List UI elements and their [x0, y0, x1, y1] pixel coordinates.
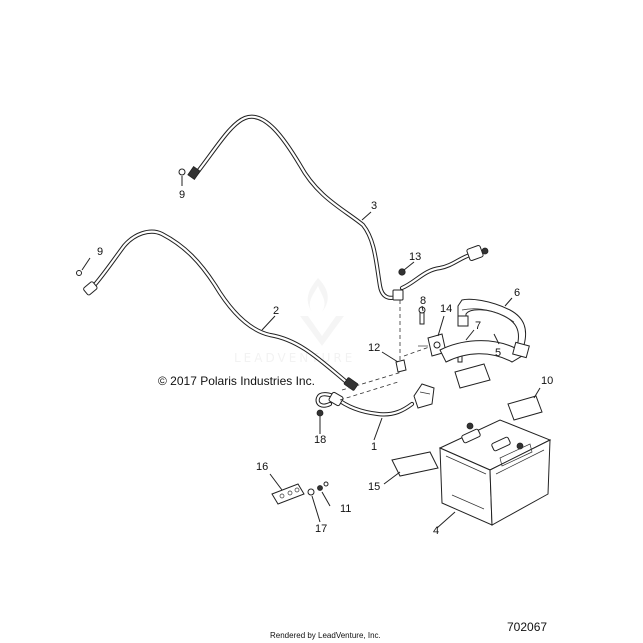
callout-12: 12 — [368, 342, 380, 354]
callout-3: 3 — [371, 200, 377, 212]
callout-2: 2 — [273, 305, 279, 317]
watermark-text: LEADVENTURE — [234, 351, 355, 365]
callouts: 1 2 3 4 5 6 7 8 9 9 10 11 12 13 14 15 16… — [97, 189, 553, 537]
battery-strap — [439, 298, 530, 363]
cable-2 — [83, 229, 359, 391]
callout-16: 16 — [256, 461, 268, 473]
callout-5: 5 — [495, 347, 501, 359]
rendered-by-credit: Rendered by LeadVenture, Inc. — [270, 631, 381, 640]
callout-4: 4 — [433, 525, 439, 537]
callout-11: 11 — [340, 503, 351, 515]
cable-3 — [187, 114, 489, 301]
pads — [391, 363, 543, 477]
callout-7: 7 — [475, 320, 481, 332]
copyright-text: © 2017 Polaris Industries Inc. — [158, 374, 315, 388]
callout-14: 14 — [440, 303, 452, 315]
battery — [438, 419, 552, 526]
callout-13: 13 — [409, 251, 421, 263]
assembly-lines — [339, 300, 433, 401]
callout-9b: 9 — [97, 246, 103, 258]
callout-18: 18 — [314, 434, 326, 446]
callout-6: 6 — [514, 287, 520, 299]
cable-1 — [315, 383, 435, 417]
diagram-id: 702067 — [507, 620, 547, 634]
watermark-logo: LEADVENTURE — [234, 278, 355, 365]
callout-17: 17 — [315, 523, 327, 535]
callout-9a: 9 — [179, 189, 185, 201]
callout-10: 10 — [541, 375, 553, 387]
callout-8: 8 — [420, 295, 426, 307]
hardware-parts — [76, 168, 464, 417]
leader-lines — [81, 176, 541, 529]
fuse-holder — [271, 481, 329, 505]
callout-15: 15 — [368, 481, 380, 493]
callout-1: 1 — [371, 441, 377, 453]
